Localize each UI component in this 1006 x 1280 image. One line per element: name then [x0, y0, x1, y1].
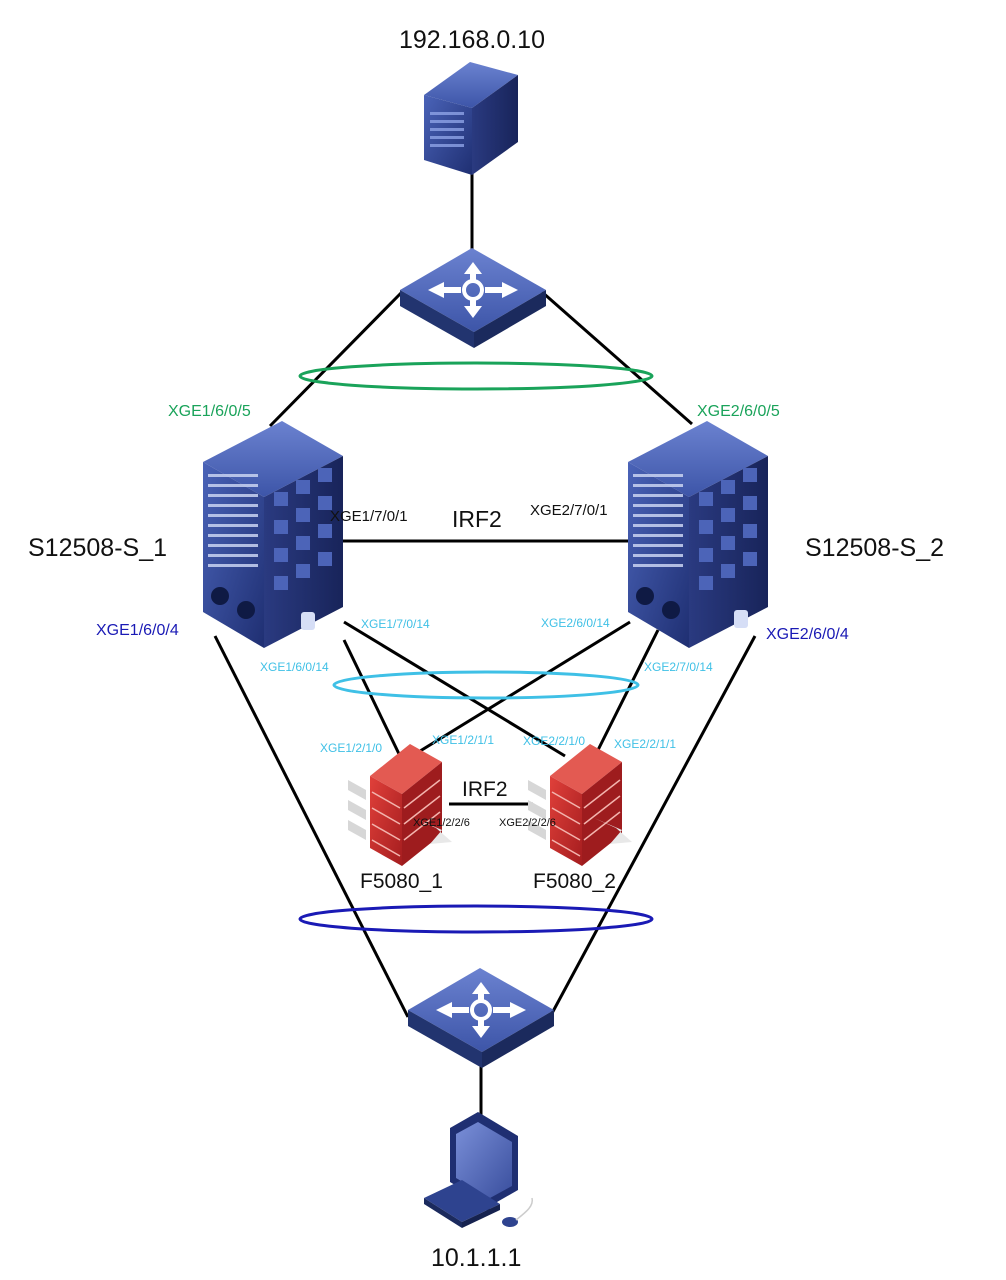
l3-switch-icon-bottom[interactable] [408, 968, 554, 1068]
chassis-switch-icon-left[interactable] [203, 421, 343, 648]
port-s1-irf: XGE1/7/0/1 [330, 508, 408, 525]
port-fw1-a: XGE1/2/1/0 [320, 741, 383, 755]
port-s1-fw-a: XGE1/7/0/14 [361, 617, 430, 631]
port-s1-uplink: XGE1/6/0/5 [168, 403, 251, 420]
pc-ip-label: 10.1.1.1 [431, 1244, 522, 1272]
irf-fw-label: IRF2 [462, 778, 508, 801]
chassis-switch-icon-right[interactable] [628, 421, 768, 648]
link-s1-bottomswitch [213, 635, 410, 1018]
port-s1-downlink: XGE1/6/0/4 [96, 622, 179, 639]
port-s2-fw-b: XGE2/7/0/14 [644, 660, 713, 674]
lag-ellipse-green [298, 361, 654, 391]
link-s2-bottomswitch [548, 635, 757, 1018]
lag-ellipse-blue [298, 904, 654, 934]
port-fw2-b: XGE2/2/1/1 [614, 737, 677, 751]
port-fw2-irf: XGE2/2/2/6 [499, 817, 556, 829]
port-fw2-a: XGE2/2/1/0 [523, 734, 586, 748]
links [213, 172, 757, 1118]
lag-ellipse-cyan [332, 670, 640, 700]
firewall-icon-left[interactable] [348, 744, 452, 866]
core-switch-left-label: S12508-S_1 [28, 534, 168, 562]
pc-icon[interactable] [424, 1112, 534, 1228]
link-s1-fw1 [342, 639, 402, 757]
link-topswitch-s2 [541, 290, 693, 426]
port-s2-fw-a: XGE2/6/0/14 [541, 616, 610, 630]
link-topswitch-s1 [268, 290, 404, 428]
server-ip-label: 192.168.0.10 [399, 26, 545, 54]
irf-core-label: IRF2 [452, 506, 502, 532]
firewall-icon-right[interactable] [528, 744, 632, 866]
firewall-left-label: F5080_1 [360, 870, 443, 893]
link-s1-fw2 [343, 620, 566, 758]
port-s2-downlink: XGE2/6/0/4 [766, 626, 849, 643]
port-s2-uplink: XGE2/6/0/5 [697, 403, 780, 420]
port-s1-fw-b: XGE1/6/0/14 [260, 660, 329, 674]
port-fw1-b: XGE1/2/1/1 [432, 733, 495, 747]
port-s2-irf: XGE2/7/0/1 [530, 502, 608, 519]
l3-switch-icon-top[interactable] [400, 248, 546, 348]
core-switch-right-label: S12508-S_2 [805, 534, 945, 562]
server-icon[interactable] [424, 62, 518, 175]
port-fw1-irf: XGE1/2/2/6 [413, 817, 470, 829]
firewall-right-label: F5080_2 [533, 870, 616, 893]
link-s2-fw2 [593, 629, 660, 757]
link-s2-fw1 [411, 620, 631, 758]
